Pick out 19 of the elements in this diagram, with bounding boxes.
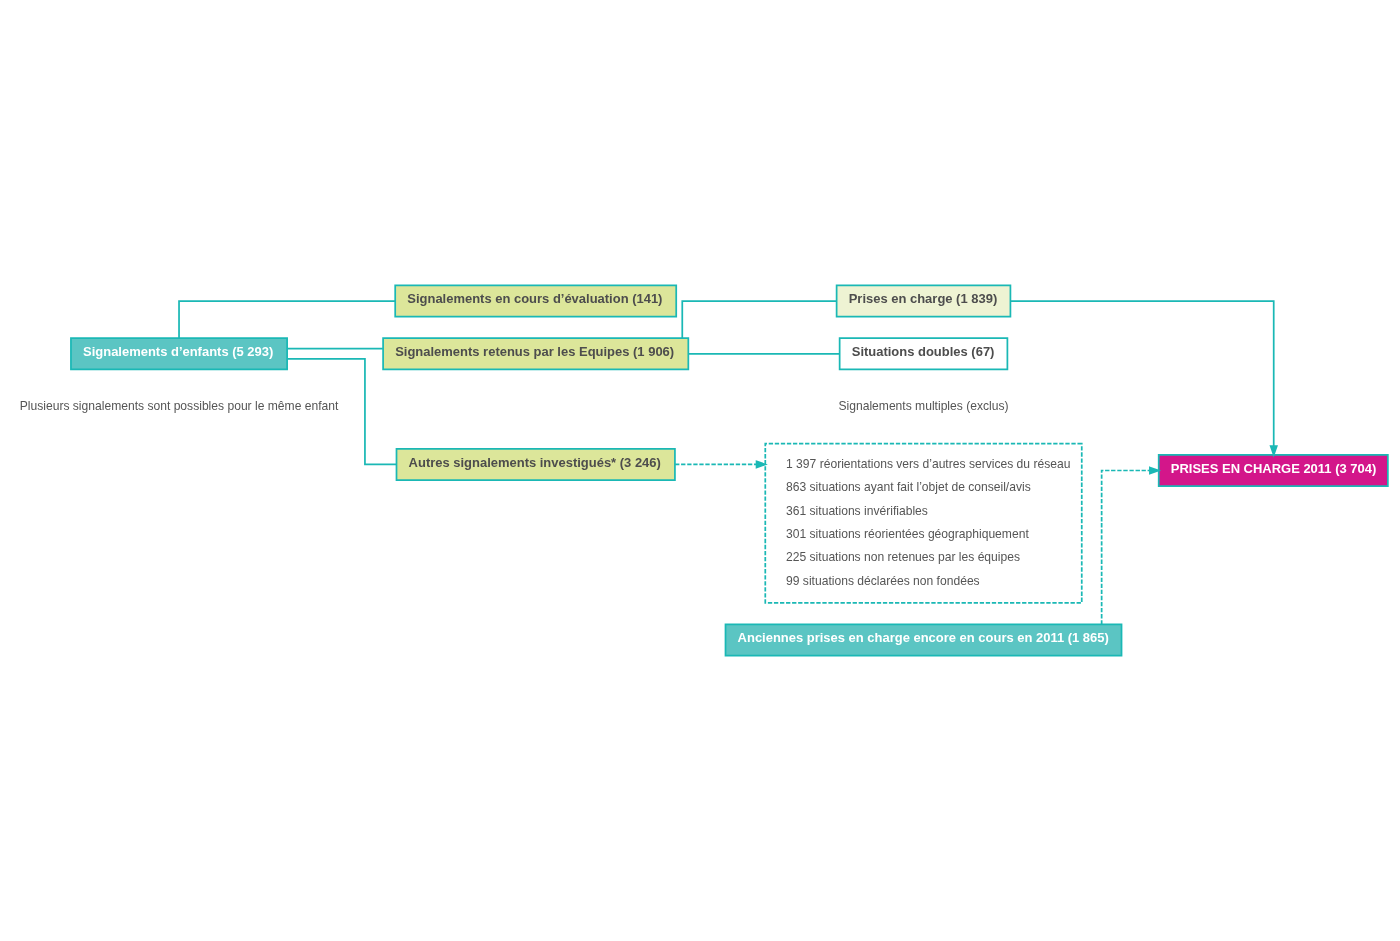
node-box: Signalements retenus par les Equipes (1 906) <box>382 337 690 371</box>
node-box: PRISES EN CHARGE 2011 (3 704) <box>1157 454 1389 487</box>
node-box: Signalements d’enfants (5 293) <box>70 337 288 371</box>
arrow <box>1100 466 1162 626</box>
node-box: Signalements en cours d’évaluation (141) <box>394 284 678 318</box>
arrow <box>674 460 768 469</box>
node-label: Plusieurs signalements sont possibles pour le même enfant <box>19 398 339 413</box>
node-box: Situations doubles (67) <box>838 337 1009 371</box>
connector <box>687 352 841 355</box>
node-box: 1 397 réorientations vers d’autres services du réseau 863 situations ayant fait l’objet de conseil/avis 361 situations invérifiables 301 situations réorientées géographiquement 225 situations non retenues par les équipes 99 situations déclarées non fondées <box>764 442 1083 604</box>
connector <box>178 300 396 339</box>
node-label: Signalements multiples (exclus) <box>838 398 1009 413</box>
connector <box>286 358 398 466</box>
arrow <box>1009 300 1278 458</box>
connector <box>286 347 384 350</box>
node-box: Anciennes prises en charge encore en cours en 2011 (1 865) <box>724 623 1123 657</box>
node-box: Autres signalements investigués* (3 246) <box>395 448 676 481</box>
connector <box>681 300 838 339</box>
node-box: Prises en charge (1 839) <box>835 284 1012 318</box>
